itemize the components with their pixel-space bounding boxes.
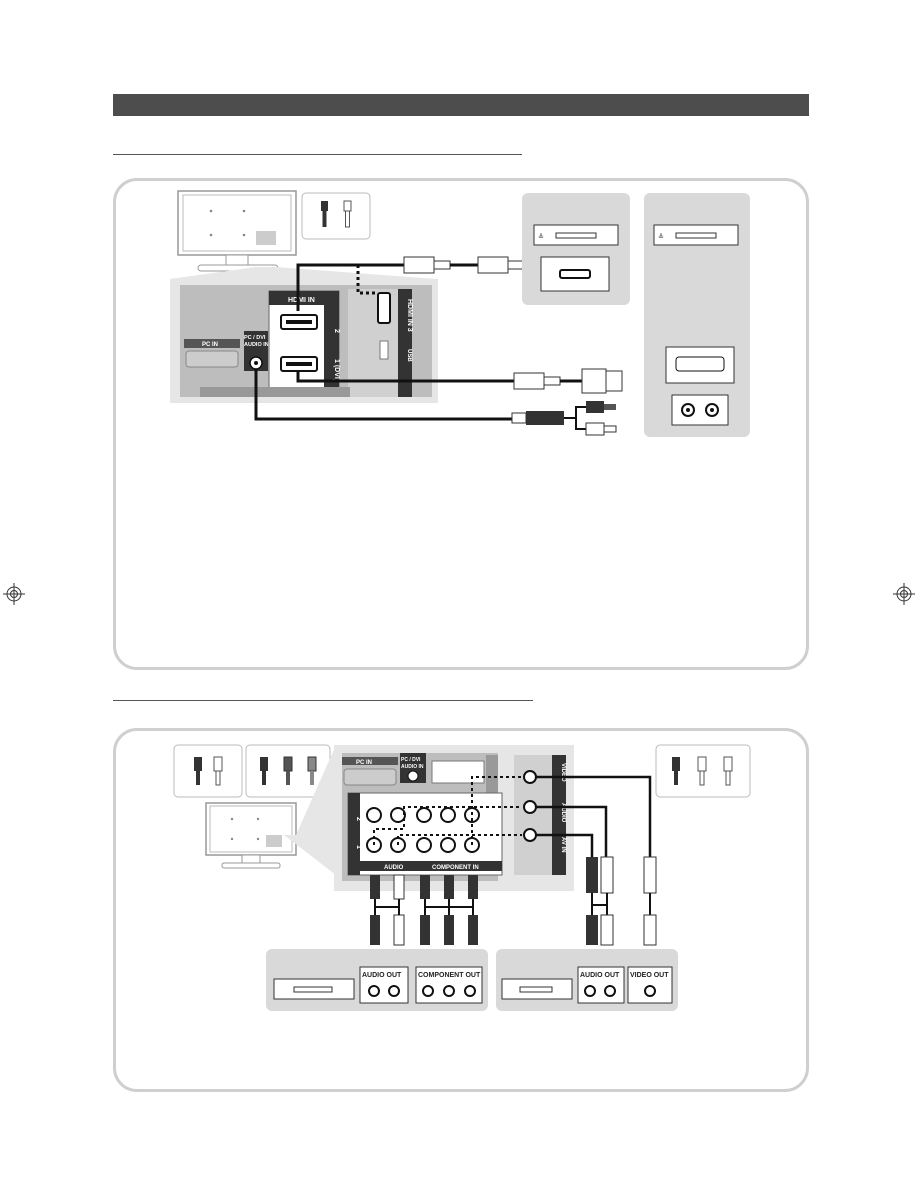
svg-text:COMPONENT OUT: COMPONENT OUT	[418, 972, 481, 979]
hdmi-connection-diagram: HDMI IN 2 1 (DVI) PC / DVI AUDIO IN PC I…	[170, 190, 750, 437]
hdmi-port-icon	[280, 314, 318, 330]
svg-text:AUDIO OUT: AUDIO OUT	[362, 972, 402, 979]
hdmi-connection-panel: HDMI IN 2 1 (DVI) PC / DVI AUDIO IN PC I…	[113, 178, 809, 670]
hdmi-port-icon	[377, 292, 391, 324]
media-player-icon: ≜	[533, 224, 619, 246]
svg-text:PC IN: PC IN	[356, 760, 372, 766]
media-player-icon: ≜	[653, 224, 739, 246]
svg-text:HDMI IN: HDMI IN	[288, 297, 315, 304]
dvi-out-port-icon	[665, 346, 735, 384]
section-header-bar	[113, 94, 809, 116]
av-jack-icons	[523, 770, 537, 842]
dvi-plug-icon	[581, 368, 623, 394]
vga-port-icon	[343, 768, 397, 786]
hdmi-port-icon	[280, 356, 318, 372]
video-out-port-icon: VIDEO OUT	[627, 966, 673, 1004]
component-out-port-icon: COMPONENT OUT	[415, 966, 483, 1004]
subsection-rule-1	[113, 154, 522, 155]
crop-mark-icon	[3, 583, 25, 605]
svg-text:PC IN: PC IN	[202, 342, 218, 348]
hdmi-plug-icon	[513, 372, 561, 390]
svg-text:VIDEO OUT: VIDEO OUT	[630, 972, 669, 979]
hdmi-out-port-icon	[540, 256, 610, 292]
media-player-icon	[273, 978, 355, 1000]
svg-text:HDMI IN 3: HDMI IN 3	[406, 299, 413, 332]
svg-text:USB: USB	[406, 349, 412, 362]
svg-text:AUDIO: AUDIO	[384, 865, 404, 871]
vga-port-icon	[185, 350, 239, 368]
svg-text:2: 2	[333, 329, 340, 333]
audio-out-port-icon	[671, 394, 729, 426]
svg-text:AUDIO OUT: AUDIO OUT	[580, 972, 620, 979]
audio-cable-icon	[173, 744, 243, 798]
hdmi-plug-icon	[403, 256, 451, 274]
svg-text:1 (DVI): 1 (DVI)	[333, 359, 340, 381]
component-connection-diagram: PC IN PC / DVI AUDIO IN 2 1 AUDIO COMPON…	[173, 744, 751, 1011]
rca-jack-icons	[366, 807, 480, 853]
audio-cable-icon	[301, 192, 371, 240]
svg-text:1: 1	[355, 845, 362, 849]
audio-out-port-icon: AUDIO OUT	[359, 966, 409, 1004]
svg-text:AUDIO: AUDIO	[560, 803, 566, 823]
svg-text:AV IN: AV IN	[560, 837, 566, 853]
component-cable-icon	[245, 744, 331, 798]
svg-text:COMPONENT IN: COMPONENT IN	[432, 865, 479, 871]
svg-text:AUDIO IN: AUDIO IN	[244, 342, 269, 348]
svg-text:VIDEO: VIDEO	[560, 763, 566, 782]
usb-port-icon	[379, 340, 389, 360]
tv-rear-icon	[177, 190, 297, 272]
av-cable-icon	[655, 744, 751, 798]
tv-rear-icon	[205, 802, 297, 869]
hdmi-plug-icon	[477, 256, 525, 274]
svg-text:PC / DVI: PC / DVI	[244, 335, 266, 341]
crop-mark-icon	[893, 583, 915, 605]
subsection-rule-2	[113, 700, 533, 701]
audio-out-port-icon: AUDIO OUT	[577, 966, 625, 1004]
svg-text:≜: ≜	[538, 233, 544, 241]
component-connection-panel: PC IN PC / DVI AUDIO IN 2 1 AUDIO COMPON…	[113, 728, 809, 1092]
rca-plug-icons	[370, 874, 478, 946]
svg-text:≜: ≜	[658, 233, 664, 241]
media-player-icon	[501, 978, 573, 1000]
svg-text:AUDIO IN: AUDIO IN	[401, 764, 424, 770]
svg-text:2: 2	[355, 817, 362, 821]
svg-text:PC / DVI: PC / DVI	[401, 757, 421, 763]
